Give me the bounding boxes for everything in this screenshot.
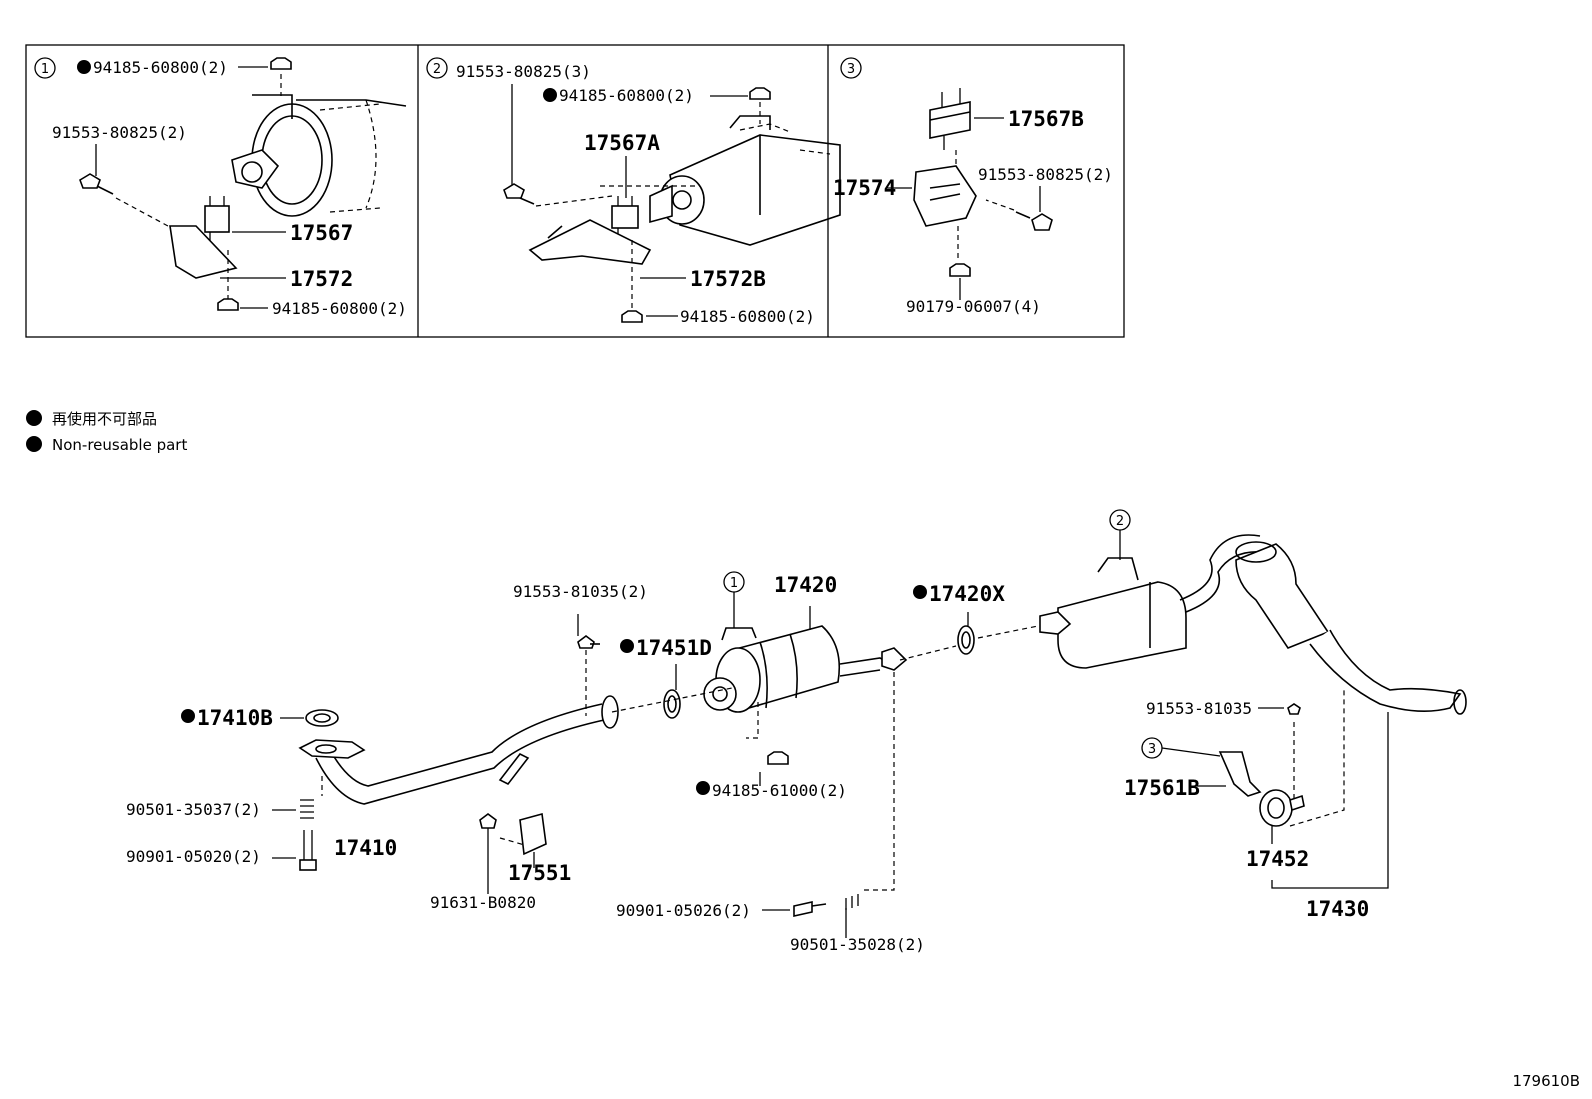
converter-sketch xyxy=(231,94,407,217)
label-stud[interactable]: 90901-05020(2) xyxy=(126,847,261,866)
nut-icon xyxy=(949,263,971,277)
inset-3-mount-label[interactable]: 17567B xyxy=(1008,107,1084,131)
non-reusable-dot-icon xyxy=(696,781,710,795)
label-heat-bolt[interactable]: 91631-B0820 xyxy=(430,893,536,912)
non-reusable-dot-icon xyxy=(913,585,927,599)
main-marker-2: 2 xyxy=(1116,514,1124,529)
inset-2-mount-label[interactable]: 17567A xyxy=(584,131,660,155)
inset-3-marker-circle xyxy=(840,57,862,79)
label-gasket-17420x[interactable]: 17420X xyxy=(929,582,1005,606)
bolt-icon xyxy=(1287,703,1301,715)
inset-2: 2 91553-80825(3) 94185-60800(2) 17567A xyxy=(426,57,841,326)
heat-shield-icon xyxy=(519,812,547,856)
tail-muffler xyxy=(1235,541,1467,715)
non-reusable-dot-icon xyxy=(26,410,42,426)
label-heat-shield[interactable]: 17551 xyxy=(508,861,571,885)
figure-id: 179610B xyxy=(1512,1072,1580,1090)
inset-3-bracket-label[interactable]: 17574 xyxy=(833,176,896,200)
tail-bracket-icon xyxy=(1218,751,1262,797)
inset-3-bracket-icon xyxy=(913,165,977,227)
non-reusable-dot-icon xyxy=(543,88,557,102)
inset-2-nut-top-label[interactable]: 94185-60800(2) xyxy=(559,86,694,105)
label-gasket-17451d[interactable]: 17451D xyxy=(636,636,712,660)
legend: 再使用不可部品 Non-reusable part xyxy=(26,410,187,454)
nut-icon xyxy=(217,298,239,311)
non-reusable-dot-icon xyxy=(77,60,91,74)
main-marker-1: 1 xyxy=(730,576,738,591)
bolt-icon xyxy=(793,901,827,917)
front-pipe xyxy=(298,695,619,805)
non-reusable-dot-icon xyxy=(620,639,634,653)
non-reusable-dot-icon xyxy=(26,436,42,452)
main-exhaust-drawing: 1 2 3 91553-81035(2) 17451D 17420 xyxy=(126,509,1467,954)
inset-1-bracket-icon xyxy=(169,225,238,279)
label-gasket-17410b[interactable]: 17410B xyxy=(197,706,273,730)
inset-2-marker: 2 xyxy=(433,62,441,77)
inset-2-bracket-label[interactable]: 17572B xyxy=(690,267,766,291)
inset-3-bolt-label[interactable]: 91553-80825(2) xyxy=(978,165,1113,184)
inset-2-bracket-icon xyxy=(528,219,652,265)
inset-3: 3 17567B 17574 91553-80825(2) 90179 xyxy=(833,57,1113,316)
inset-1-marker-circle xyxy=(34,57,56,79)
main-marker-3: 3 xyxy=(1148,742,1156,757)
inset-1-mount-label[interactable]: 17567 xyxy=(290,221,353,245)
stud-icon xyxy=(299,830,317,871)
inset-1-nut-bottom-label[interactable]: 94185-60800(2) xyxy=(272,299,407,318)
spring-icon xyxy=(845,894,859,910)
label-tail-assembly[interactable]: 17430 xyxy=(1306,897,1369,921)
nut-icon xyxy=(621,310,643,323)
inset-panels-frame xyxy=(25,44,1125,338)
center-muffler xyxy=(1039,534,1263,669)
inset-2-bolt-label[interactable]: 91553-80825(3) xyxy=(456,62,591,81)
gasket-17451d-icon xyxy=(663,689,681,719)
label-spring-rear[interactable]: 90501-35028(2) xyxy=(790,935,925,954)
label-spring-front[interactable]: 90501-35037(2) xyxy=(126,800,261,819)
inset-1-marker: 1 xyxy=(41,62,49,77)
label-bolt-rear[interactable]: 90901-05026(2) xyxy=(616,901,751,920)
catalytic-converter xyxy=(703,625,908,713)
inset-1-nut-top-label[interactable]: 94185-60800(2) xyxy=(93,58,228,77)
label-bolt-top[interactable]: 91553-81035(2) xyxy=(513,582,648,601)
inset-1-bracket-label[interactable]: 17572 xyxy=(290,267,353,291)
inset-2-marker-circle xyxy=(426,57,448,79)
spring-icon xyxy=(300,799,314,819)
inset-1: 1 94185-60800(2) 91553-80825(2) xyxy=(34,57,407,318)
non-reusable-dot-icon xyxy=(181,709,195,723)
bolt-icon xyxy=(503,183,535,205)
inset-3-nut-label[interactable]: 90179-06007(4) xyxy=(906,297,1041,316)
gasket-17420x-icon xyxy=(957,625,975,655)
legend-jp: 再使用不可部品 xyxy=(52,410,157,428)
bolt-icon xyxy=(479,813,497,829)
clamp-icon xyxy=(1259,789,1305,827)
nut-icon xyxy=(767,751,789,765)
inset-2-nut-bottom-label[interactable]: 94185-60800(2) xyxy=(680,307,815,326)
inset-1-mount-icon xyxy=(204,196,230,242)
label-bolt-tail[interactable]: 91553-81035 xyxy=(1146,699,1252,718)
label-bracket-tail[interactable]: 17561B xyxy=(1124,776,1200,800)
bolt-icon xyxy=(577,635,600,649)
label-clamp[interactable]: 17452 xyxy=(1246,847,1309,871)
bolt-icon xyxy=(79,173,114,195)
inset-3-marker: 3 xyxy=(847,62,855,77)
nut-icon xyxy=(749,87,771,100)
gasket-17410b-icon xyxy=(305,709,339,727)
muffler-sketch xyxy=(649,115,841,246)
inset-3-mount-icon xyxy=(929,88,971,150)
label-converter[interactable]: 17420 xyxy=(774,573,837,597)
bolt-icon xyxy=(1015,211,1053,231)
nut-icon xyxy=(270,57,292,70)
label-nut-converter[interactable]: 94185-61000(2) xyxy=(712,781,847,800)
legend-en: Non-reusable part xyxy=(52,436,187,454)
label-front-pipe[interactable]: 17410 xyxy=(334,836,397,860)
inset-1-bolt-label[interactable]: 91553-80825(2) xyxy=(52,123,187,142)
